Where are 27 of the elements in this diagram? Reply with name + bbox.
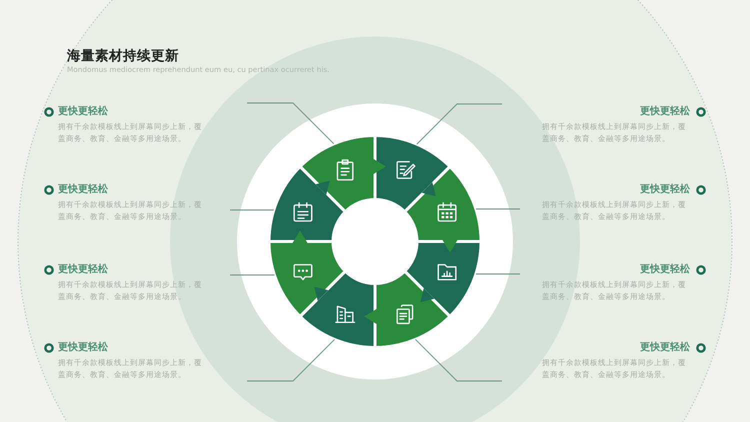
arrow	[422, 182, 436, 196]
heading: 更快更轻松	[58, 341, 108, 355]
heading: 更快更轻松	[58, 105, 108, 119]
heading: 更快更轻松	[640, 183, 690, 197]
leader-line	[415, 339, 502, 382]
ring-segment	[374, 270, 452, 349]
heading: 更快更轻松	[640, 105, 690, 119]
heading: 更快更轻松	[640, 263, 690, 277]
arrow	[442, 238, 458, 252]
heading: 更快更轻松	[640, 341, 690, 355]
ring-segment	[268, 165, 347, 243]
leader-line	[230, 274, 275, 276]
leader-line	[246, 339, 335, 382]
heading: 更快更轻松	[58, 263, 108, 277]
arrow	[420, 288, 434, 302]
arrow	[316, 180, 330, 195]
leader-line	[246, 102, 334, 144]
heading: 更快更轻松	[58, 183, 108, 197]
arrow	[292, 230, 308, 246]
title: 海量素材持续更新	[67, 47, 179, 65]
arrow	[314, 286, 328, 301]
leader-line	[475, 208, 520, 210]
ring-segment	[403, 165, 482, 243]
leader-line	[416, 104, 502, 145]
arrow	[371, 159, 386, 174]
arrow	[364, 309, 379, 324]
ring-segment	[268, 240, 347, 318]
